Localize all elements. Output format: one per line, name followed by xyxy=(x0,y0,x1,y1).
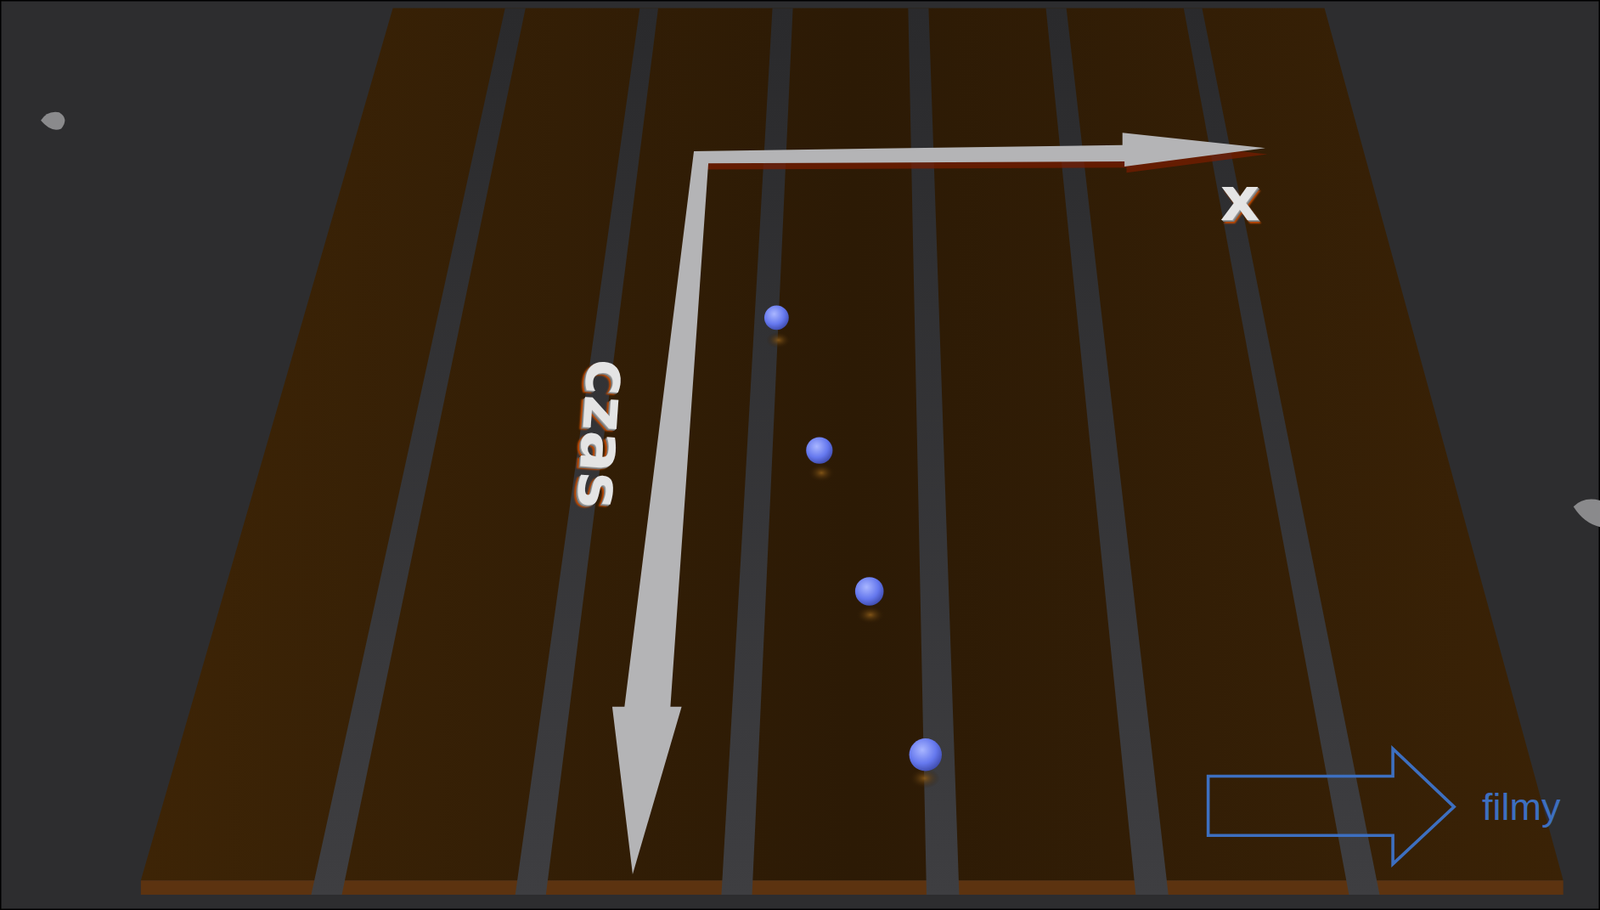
balls xyxy=(764,304,942,789)
pebble xyxy=(1573,499,1600,528)
axis-label: x xyxy=(1220,168,1260,230)
grooves xyxy=(310,8,1380,895)
axis-arrows xyxy=(612,132,1268,874)
link-arrow xyxy=(1208,748,1455,864)
link-label: filmy xyxy=(1481,787,1561,826)
axis-label: czas xyxy=(568,357,640,512)
pebble xyxy=(40,112,65,130)
